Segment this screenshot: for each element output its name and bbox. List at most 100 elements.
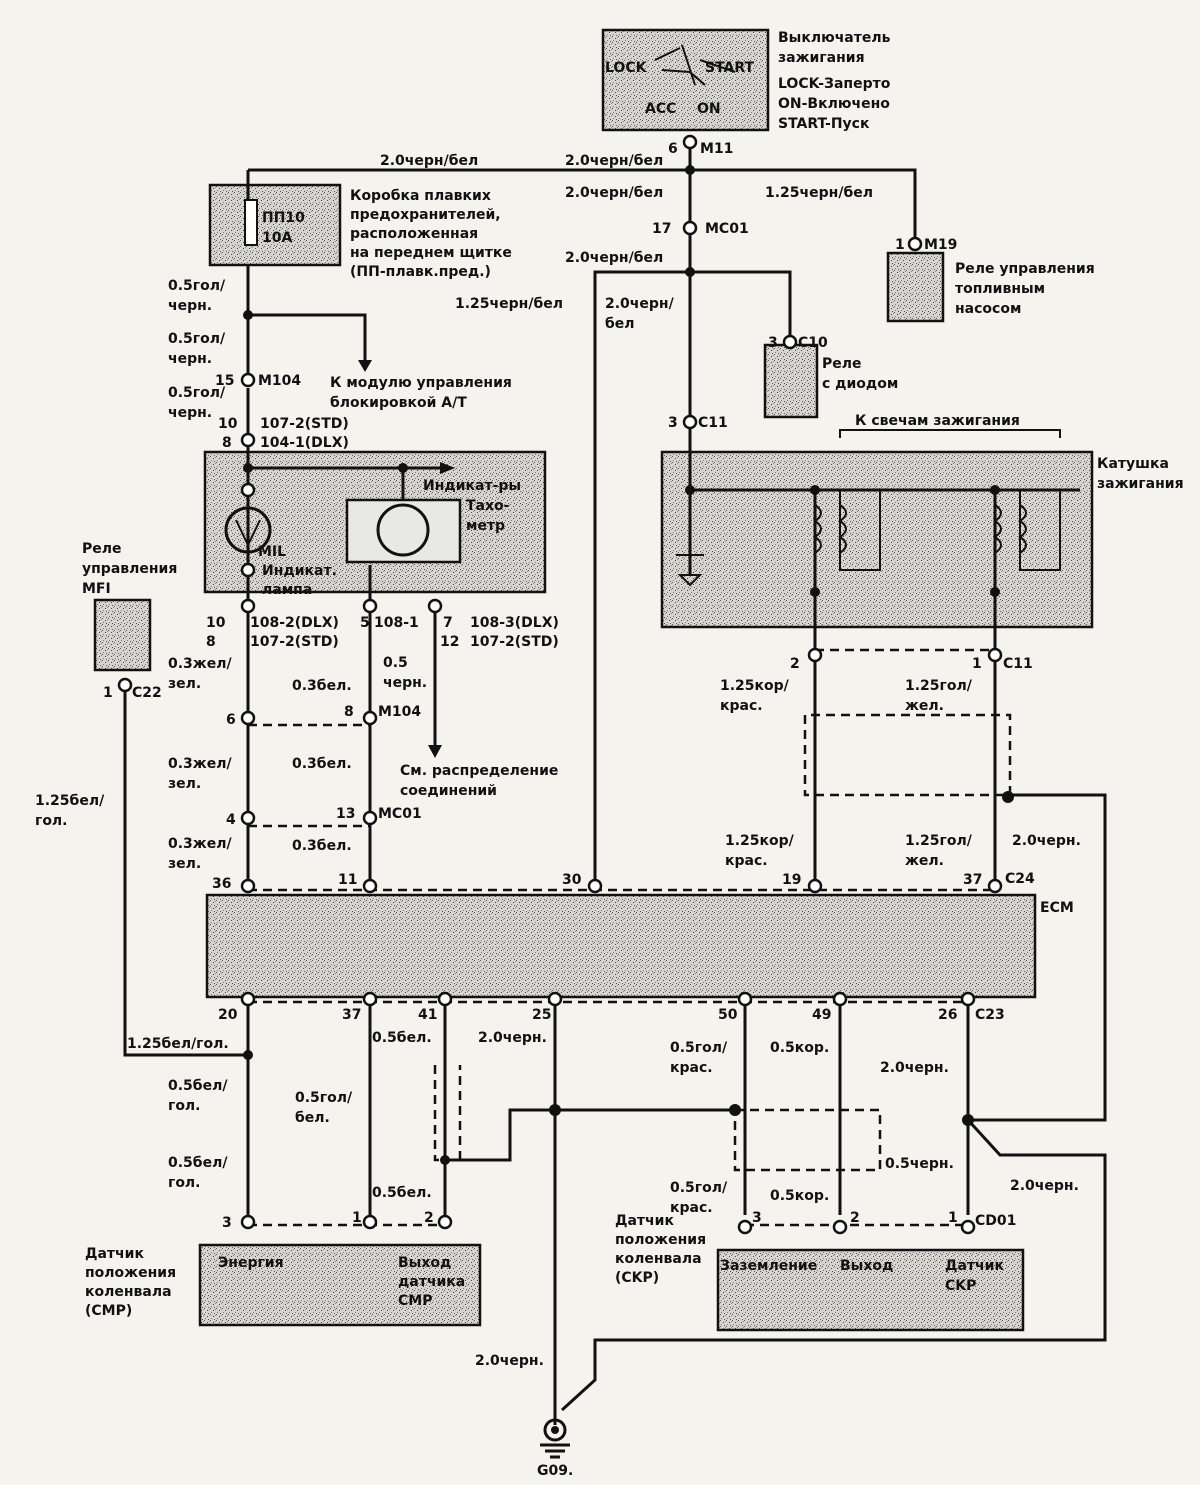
cluster-bottom-pin: 7 (443, 615, 453, 631)
wire-label: 0.3жел/ (168, 756, 232, 772)
coil-windings (676, 490, 1061, 587)
fuel-pump-relay-box (886, 251, 945, 323)
wire-label: черн. (168, 405, 212, 421)
wire-label: 2.0черн/бел (380, 153, 478, 169)
wire-ckp-ground (560, 1118, 1107, 1412)
indicators-label: Индикат-ры (423, 478, 521, 494)
wire-label: 1.25черн/бел (455, 296, 563, 312)
wire-label: 0.5бел/ (168, 1078, 228, 1094)
wire-label: крас. (670, 1200, 713, 1216)
fuel-relay-title: Реле управления (955, 261, 1095, 277)
ckp-pin: 3 (752, 1210, 762, 1226)
cmp-title: положения (85, 1265, 176, 1281)
spark-bracket (839, 429, 1061, 438)
wire-label: 2.0черн. (880, 1060, 949, 1076)
conn-mc01b-pin4: 4 (226, 812, 236, 828)
cluster-bottom-connector: 107-2(STD) (470, 634, 559, 650)
ignition-switch-box (601, 28, 770, 132)
cluster-bottom-connector: 108-2(DLX) (250, 615, 339, 631)
cluster-bottom-pin: 10 (206, 615, 226, 631)
wire-label: зел. (168, 856, 201, 872)
ecm-pin-label: 37 (963, 872, 982, 888)
ignition-coil-box (660, 450, 1094, 629)
fuse-id: ПП10 (262, 210, 305, 226)
fuel-relay-title: топливным (955, 281, 1045, 297)
tachometer-icon (376, 503, 430, 557)
wire-label: 0.5гол/ (168, 278, 226, 294)
conn-mc01b-pin13: 13 (336, 806, 355, 822)
wire-mfi (123, 690, 248, 1057)
wire-label: 1.25гол/ (905, 678, 973, 694)
cluster-connector: 104-1(DLX) (260, 435, 349, 451)
cmp-pin: 2 (424, 1210, 434, 1226)
mil-filament (235, 519, 261, 548)
see-distribution-label: См. распределение (400, 763, 558, 779)
conn-m11: M11 (700, 141, 733, 157)
conn-m19: M19 (924, 237, 957, 253)
ecm-label: ECM (1040, 900, 1074, 916)
mil-lamp-icon (224, 506, 272, 554)
wire-label: 1.25бел/гол. (127, 1036, 229, 1052)
wire-label: бел (605, 316, 635, 332)
ign-legend-start: START-Пуск (778, 116, 870, 132)
conn-c22: C22 (132, 685, 162, 701)
ckp-sensor-label: CKP (945, 1278, 976, 1294)
wire-label: 0.3жел/ (168, 836, 232, 852)
fuse-desc-3: расположенная (350, 226, 478, 242)
wire-label: зел. (168, 676, 201, 692)
cmp-output-label: CMP (398, 1293, 432, 1309)
wire-label: 2.0черн/бел (565, 153, 663, 169)
connector-pins (117, 134, 1003, 1235)
tachometer-label: Тахо- (466, 498, 510, 514)
ecm-pin-label: 26 (938, 1007, 957, 1023)
wire-label: 0.5бел. (372, 1030, 432, 1046)
cluster-pin: 8 (222, 435, 232, 451)
cluster-bottom-pin: 12 (440, 634, 459, 650)
diode-relay-title: с диодом (822, 376, 898, 392)
mfi-relay-box (93, 598, 152, 672)
ecm-pin-label: 20 (218, 1007, 238, 1023)
conn-c11b-pin2: 2 (790, 656, 800, 672)
ecm-pin-label: 50 (718, 1007, 738, 1023)
fuse-desc-1: Коробка плавких (350, 188, 491, 204)
shield-coil-box (803, 713, 1012, 797)
cmp-power-label: Энергия (218, 1255, 284, 1271)
conn-mc01b: MC01 (378, 806, 422, 822)
mil-label: Индикат. (262, 563, 337, 579)
diode-relay-title: Реле (822, 356, 862, 372)
ecm-box (205, 893, 1037, 999)
wire-label: жел. (905, 853, 944, 869)
cmp-title: Датчик (85, 1246, 144, 1262)
shield-cmp-box (433, 1065, 462, 1162)
spark-plugs-label: К свечам зажигания (855, 413, 1020, 429)
mil-label: MIL (258, 544, 286, 560)
cluster-bottom-pin: 5 (360, 615, 370, 631)
fuse-rating: 10A (262, 230, 292, 246)
wire-label: 0.5кор. (770, 1040, 829, 1056)
ckp-output-label: Выход (840, 1258, 893, 1274)
cluster-bottom-connector: 107-2(STD) (250, 634, 339, 650)
wire-label: 0.5гол/ (168, 385, 226, 401)
wire-label: черн. (383, 675, 427, 691)
conn-c22-pin: 1 (103, 685, 113, 701)
at-module-label: К модулю управления (330, 375, 512, 391)
wire-label: крас. (725, 853, 768, 869)
wire-label: 2.0черн/бел (565, 185, 663, 201)
cmp-sensor-box (198, 1243, 482, 1327)
ecm-pin-label: 30 (562, 872, 582, 888)
ckp-title: Датчик (615, 1213, 674, 1229)
fuse-desc-5: (ПП-плавк.пред.) (350, 264, 491, 280)
wire-label: 0.5гол/ (168, 331, 226, 347)
wire-label: 2.0черн. (1012, 833, 1081, 849)
wire-label: 0.5гол/ (295, 1090, 353, 1106)
wire-to-c10 (690, 270, 792, 340)
cmp-output-label: Выход (398, 1255, 451, 1271)
ecm-pin-label: 25 (532, 1007, 551, 1023)
see-distribution-label: соединений (400, 783, 497, 799)
wire-label: 2.0черн/бел (565, 250, 663, 266)
ckp-pin: 1 (948, 1210, 958, 1226)
wire-label: 0.5гол/ (670, 1180, 728, 1196)
ckp-pin: 2 (850, 1210, 860, 1226)
wire-label: 0.5бел/ (168, 1155, 228, 1171)
coil-title: зажигания (1097, 476, 1184, 492)
